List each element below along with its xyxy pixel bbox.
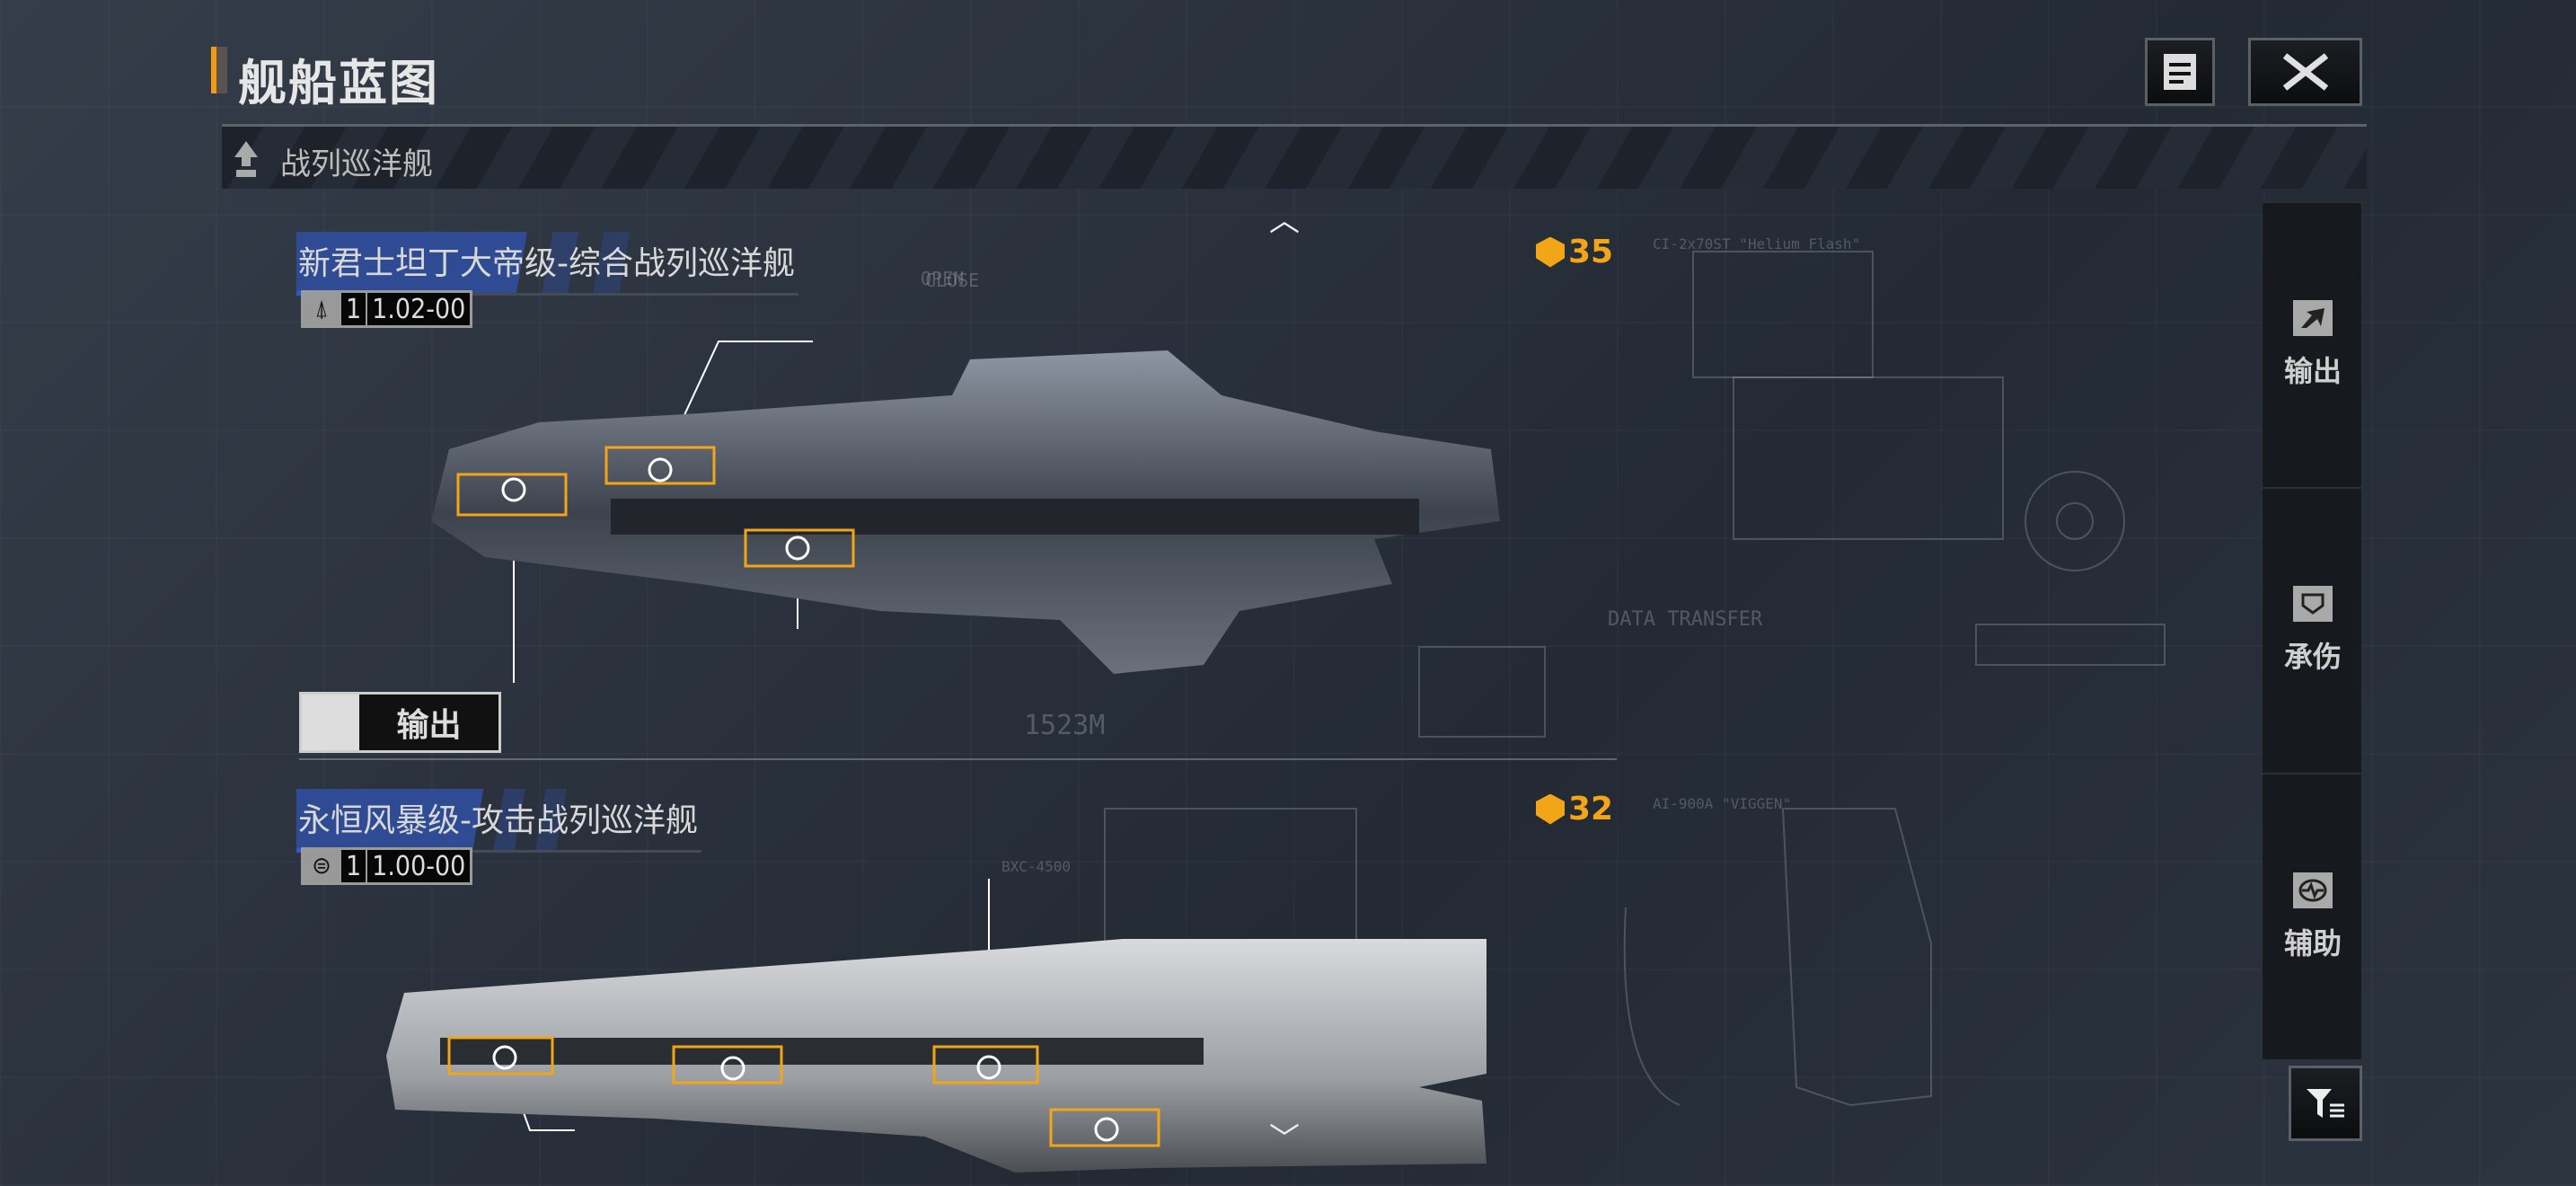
ship-count: 1 xyxy=(341,850,366,882)
close-label: CLOSE xyxy=(925,270,980,291)
weapon-a-label: CI-2x70ST "Helium Flash" xyxy=(1653,235,1861,252)
ship-version: 1.00-00 xyxy=(367,850,471,882)
ship-class-icon: ⍋ xyxy=(304,293,340,325)
ship-role-label: 输出 xyxy=(396,707,462,744)
shield-icon xyxy=(2293,586,2333,622)
rank-icon xyxy=(1536,236,1565,268)
rank-icon xyxy=(1536,793,1565,825)
heartbeat-icon xyxy=(2293,872,2333,908)
category-tab-bar[interactable]: 战列巡洋舰 xyxy=(222,124,2367,189)
ship-card-1[interactable]: 新君士坦丁大帝级-综合战列巡洋舰 xyxy=(296,232,798,296)
open-label: OPEN xyxy=(921,268,965,289)
arrow-up-right-icon xyxy=(2293,300,2333,336)
ship-score: 35 xyxy=(1536,234,1613,270)
ship-card-2[interactable]: 永恒风暴级-攻击战列巡洋舰 xyxy=(296,789,701,853)
battlecruiser-icon xyxy=(234,141,258,177)
notes-button[interactable] xyxy=(2145,38,2215,106)
ship-score: 32 xyxy=(1536,791,1613,828)
arrow-up-right-icon xyxy=(302,695,359,750)
sidebar-item-support[interactable]: 辅助 xyxy=(2263,774,2363,1060)
ship-count: 1 xyxy=(341,293,366,325)
ship-length: 1523M xyxy=(1024,710,1106,741)
document-icon xyxy=(2164,54,2196,90)
ship-1-image[interactable] xyxy=(431,341,1509,683)
page-title: 舰船蓝图 xyxy=(238,55,439,111)
filter-button[interactable] xyxy=(2289,1066,2362,1141)
title-accent xyxy=(211,47,227,93)
weapon-b-label: AI-900A "VIGGEN" xyxy=(1653,795,1792,812)
ship-version: 1.02-00 xyxy=(367,293,471,325)
ship-2-image[interactable] xyxy=(386,930,1500,1173)
ship-level-badge: ⍋ 1 1.02-00 xyxy=(301,290,473,328)
ship-class-icon: ⊜ xyxy=(304,850,340,882)
weapon-c-label: BXC-4500 xyxy=(1001,858,1072,875)
ship-level-badge: ⊜ 1 1.00-00 xyxy=(301,847,473,885)
ship-name: 永恒风暴级-攻击战列巡洋舰 xyxy=(296,789,701,853)
data-transfer-label: DATA TRANSFER xyxy=(1608,608,1763,631)
ship-role-button[interactable]: 输出 xyxy=(299,692,501,753)
ship-name: 新君士坦丁大帝级-综合战列巡洋舰 xyxy=(296,232,798,296)
sidebar-item-output[interactable]: 输出 xyxy=(2263,203,2363,489)
close-icon xyxy=(2282,53,2328,91)
close-button[interactable] xyxy=(2248,38,2362,106)
sidebar-item-tank[interactable]: 承伤 xyxy=(2263,489,2363,774)
filter-icon xyxy=(2307,1089,2344,1118)
scroll-down-icon[interactable]: ﹀ xyxy=(1269,1121,1300,1157)
scroll-up-icon[interactable]: ︿ xyxy=(1269,203,1300,239)
role-filter-sidebar: 输出 承伤 辅助 xyxy=(2262,202,2363,1060)
category-tab-label: 战列巡洋舰 xyxy=(280,146,433,182)
